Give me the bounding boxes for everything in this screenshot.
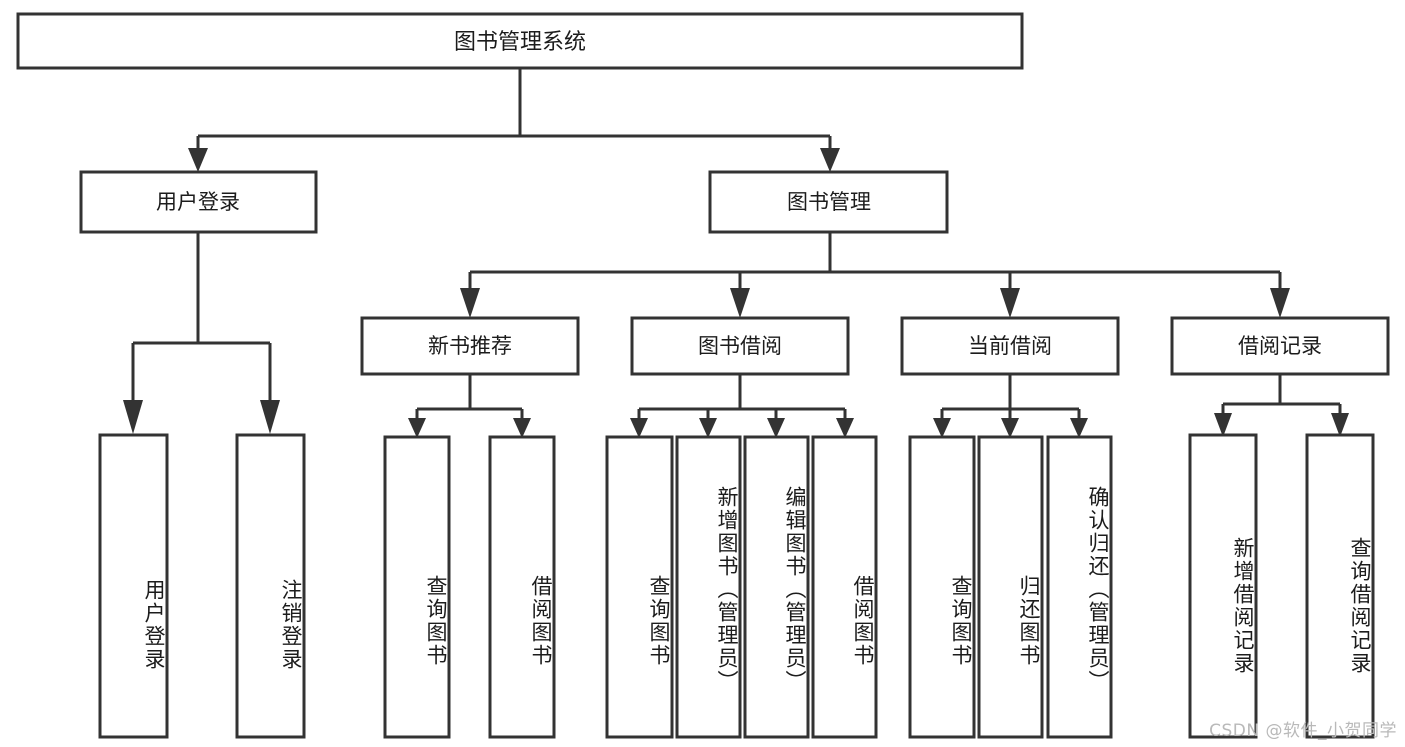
leaf-box-current-borrow-0[interactable]: [908, 435, 976, 739]
leaf-box-current-borrow-1[interactable]: [977, 435, 1044, 739]
leaf-box-user-login-1[interactable]: [235, 433, 306, 739]
node-borrow-record-box[interactable]: [1170, 316, 1390, 376]
leaf-box-group: [98, 433, 1375, 739]
arrowhead-leaf-borrowrecord-1: [1331, 413, 1349, 437]
arrowhead-leaf-currentborrow-2: [1070, 418, 1088, 438]
leaf-box-new-book-1[interactable]: [488, 435, 556, 739]
arrowhead-leaf-bookborrow-2: [767, 418, 785, 438]
arrowhead-leaf-user-1: [260, 400, 280, 434]
arrowhead-group: [123, 148, 1349, 438]
arrowhead-leaf-newbook-1: [513, 418, 531, 438]
arrowhead-borrow-record: [1270, 288, 1290, 318]
leaf-box-book-borrow-1[interactable]: [675, 435, 742, 739]
node-new-book-label: 新书推荐: [428, 334, 512, 358]
arrowhead-leaf-borrowrecord-0: [1214, 413, 1232, 437]
node-book-borrow-label: 图书借阅: [698, 334, 782, 358]
arrowhead-user-login: [188, 148, 208, 172]
node-user-login-box[interactable]: [79, 170, 318, 234]
node-user-login-label: 用户登录: [156, 190, 240, 214]
arrowhead-leaf-bookborrow-1: [699, 418, 717, 438]
node-book-mgmt-box[interactable]: [708, 170, 949, 234]
watermark-text: CSDN @软件_小贺同学: [1209, 721, 1397, 741]
node-borrow-record-label: 借阅记录: [1238, 334, 1322, 358]
leaf-box-new-book-0[interactable]: [383, 435, 451, 739]
arrowhead-book-borrow: [730, 288, 750, 318]
node-current-borrow-label: 当前借阅: [968, 334, 1052, 358]
arrowhead-leaf-newbook-0: [408, 418, 426, 438]
leaf-box-book-borrow-3[interactable]: [811, 435, 878, 739]
leaf-box-user-login-0[interactable]: [98, 433, 169, 739]
arrowhead-leaf-currentborrow-1: [1001, 418, 1019, 438]
node-book-mgmt-label: 图书管理: [787, 190, 871, 214]
arrowhead-leaf-user-0: [123, 400, 143, 434]
leaf-box-borrow-record-1[interactable]: [1305, 433, 1375, 739]
node-new-book-box[interactable]: [360, 316, 580, 376]
leaf-box-book-borrow-2[interactable]: [743, 435, 810, 739]
arrowhead-new-book: [460, 288, 480, 318]
arrowhead-leaf-bookborrow-0: [630, 418, 648, 438]
arrowhead-leaf-bookborrow-3: [836, 418, 854, 438]
arrowhead-current-borrow: [1000, 288, 1020, 318]
node-book-borrow-box[interactable]: [630, 316, 850, 376]
node-group: 图书管理系统 用户登录 图书管理 新书推荐 图书借阅 当前借阅 借阅记录: [16, 12, 1390, 376]
node-current-borrow-box[interactable]: [900, 316, 1120, 376]
arrowhead-book-mgmt: [820, 148, 840, 172]
leaf-box-book-borrow-0[interactable]: [605, 435, 674, 739]
arrowhead-leaf-currentborrow-0: [933, 418, 951, 438]
leaf-box-current-borrow-2[interactable]: [1046, 435, 1113, 739]
node-root-box[interactable]: [16, 12, 1024, 70]
leaf-box-borrow-record-0[interactable]: [1188, 433, 1258, 739]
node-root-label: 图书管理系统: [454, 30, 586, 55]
